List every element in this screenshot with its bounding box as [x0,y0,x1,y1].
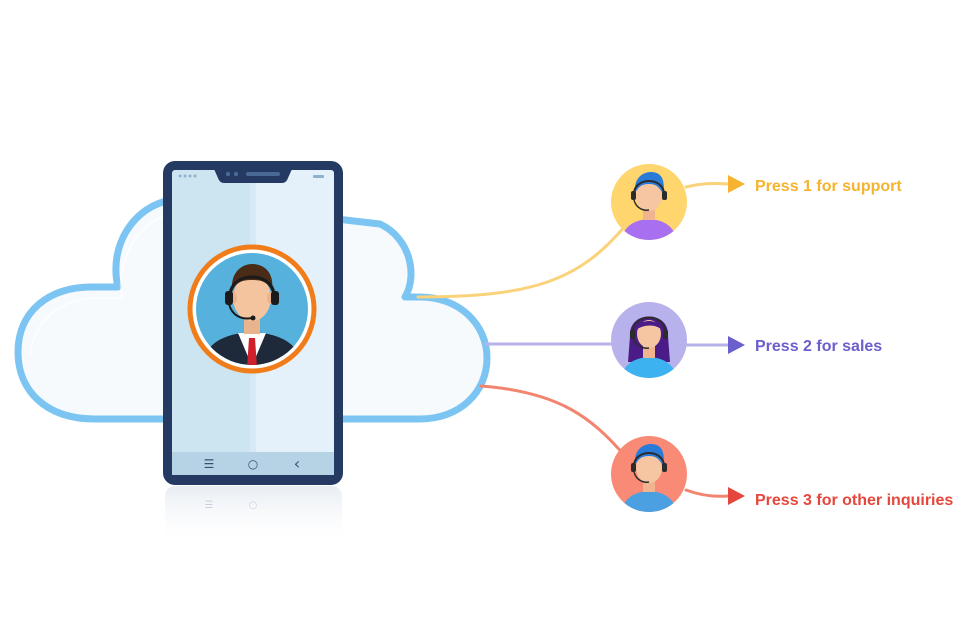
svg-text:☰: ☰ [205,500,214,511]
arrow-head-sales [728,336,745,354]
arrow-line-support [684,181,730,189]
svg-text:○: ○ [249,500,258,511]
arrow-line-other [684,488,730,498]
menu-icon: ☰ [204,457,215,471]
inquiries-agent-icon [611,436,687,512]
option-other-label: Press 3 for other inquiries [755,492,953,509]
connectors [416,175,745,505]
arrow-head-other [728,487,745,505]
option-support-label: Press 1 for support [755,178,902,195]
option-sales-label: Press 2 for sales [755,338,882,355]
home-icon: ○ [248,457,258,471]
back-icon: ‹ [294,454,300,473]
connector-other [479,384,627,458]
phone-nav-bar [172,452,334,475]
connector-support [416,224,627,299]
sales-agent-icon [611,302,687,378]
support-agent-icon [611,164,687,240]
phone-reflection: ☰ ○ [165,486,342,546]
status-bar [178,174,324,178]
call-center-agent-icon [187,244,317,374]
arrow-head-support [728,175,745,193]
